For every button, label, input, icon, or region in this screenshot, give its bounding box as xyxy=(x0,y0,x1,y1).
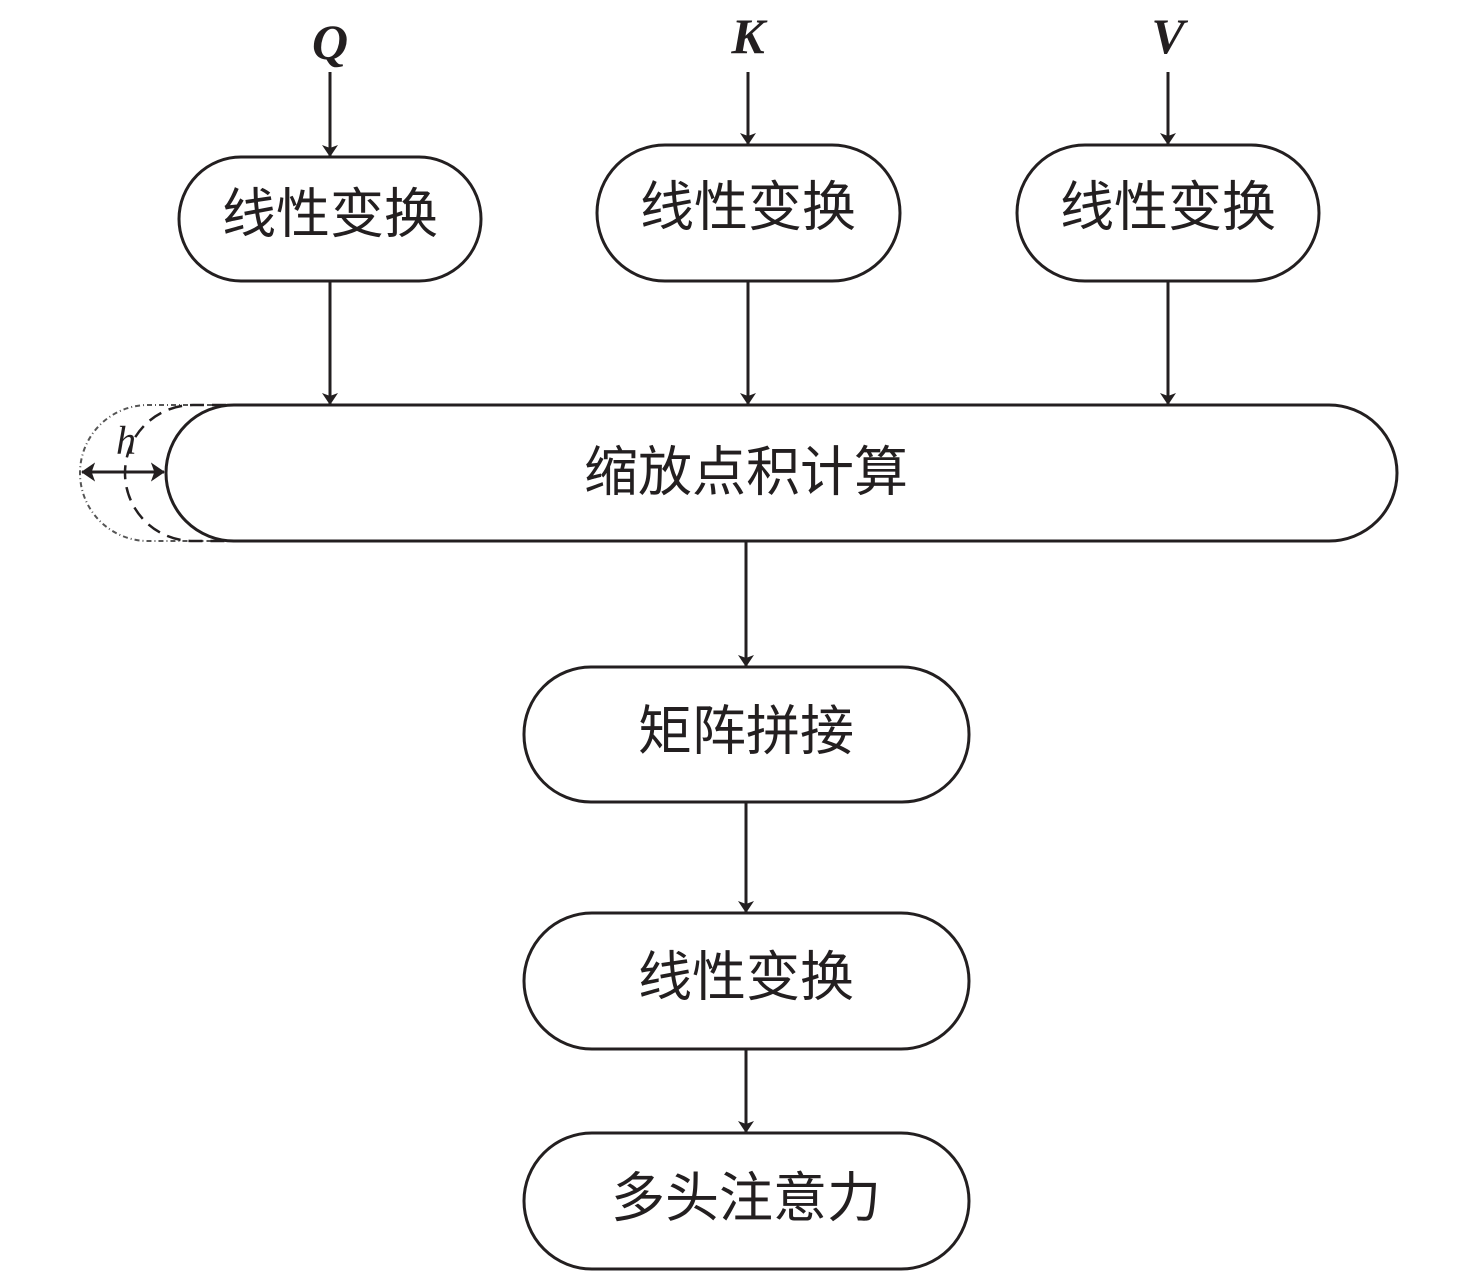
linear-transform-q-node: 线性变换 xyxy=(177,155,483,283)
multihead-attention-label: 多头注意力 xyxy=(611,1167,881,1230)
linear-transform-v-node: 线性变换 xyxy=(1015,143,1321,283)
linear-transform-output-label: 线性变换 xyxy=(638,946,854,1009)
input-k-label: K xyxy=(730,8,768,64)
linear-transform-q-label: 线性变换 xyxy=(222,183,438,246)
concat-label: 矩阵拼接 xyxy=(638,700,854,763)
input-q-label: Q xyxy=(312,14,348,70)
heads-count-label: h xyxy=(116,418,136,463)
input-v-label: V xyxy=(1151,8,1188,64)
linear-transform-v-label: 线性变换 xyxy=(1060,176,1276,239)
scaled-dot-product-node: 缩放点积计算 xyxy=(164,403,1399,543)
linear-transform-output-node: 线性变换 xyxy=(522,911,971,1051)
head-stack-outline-outer xyxy=(79,404,248,542)
linear-transform-k-label: 线性变换 xyxy=(640,176,856,239)
concat-node: 矩阵拼接 xyxy=(522,665,971,804)
linear-transform-k-node: 线性变换 xyxy=(595,143,902,283)
multihead-attention-node: 多头注意力 xyxy=(522,1131,971,1271)
scaled-dot-product-label: 缩放点积计算 xyxy=(584,441,908,504)
